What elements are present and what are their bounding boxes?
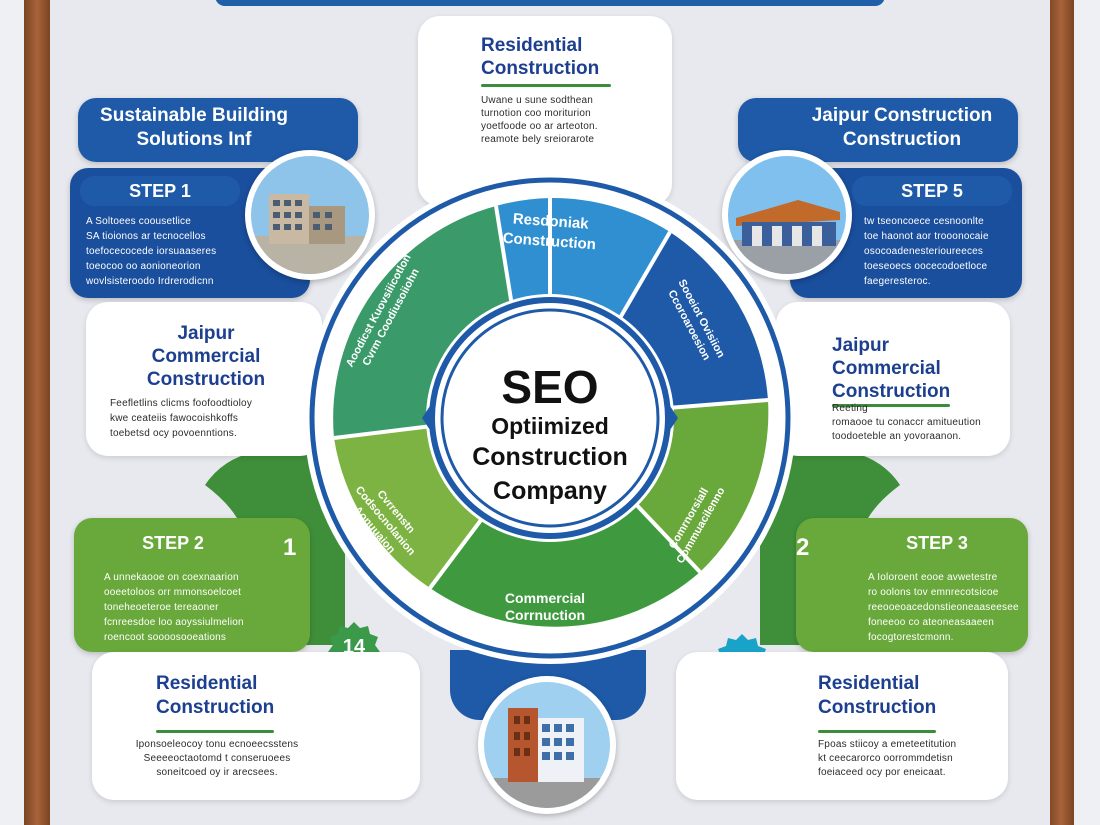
panel-jaipur-construction-title: Jaipur Construction Construction <box>811 105 993 150</box>
card-bottom-left-rule <box>156 730 274 733</box>
top-accent-bar <box>215 0 885 6</box>
photo-office-bottom <box>478 676 616 814</box>
card-mid-right: Jaipur Commercial Construction Reeting r… <box>776 302 1010 456</box>
card-bottom-left-body: Iponsoeleocoy tonu ecnoeecsstens Seeeeoc… <box>135 739 299 778</box>
card-mid-right-title: Jaipur Commercial Construction <box>832 335 951 402</box>
wood-frame-left <box>24 0 50 825</box>
segment-right-upper <box>620 232 768 408</box>
card-top-center-rule <box>481 84 611 87</box>
center-title-optimized: Optiimized <box>491 413 609 439</box>
panel-sustainable-building-title: Sustainable Building Solutions Inf <box>100 105 288 150</box>
step1-label: STEP 1 <box>80 176 240 206</box>
card-top-center: Residential Construction Uwane u sune so… <box>418 16 672 206</box>
office-building-icon <box>484 682 610 808</box>
card-mid-right-rule <box>832 404 950 407</box>
segment-left-upper <box>333 206 512 438</box>
central-ring-diagram <box>304 172 796 664</box>
card-bottom-right-title: Residential Construction <box>818 673 937 718</box>
card-top-center-title: Residential Construction <box>481 35 600 79</box>
card-mid-left-body: Feefletlins clicms foofoodtioloy kwe cea… <box>110 398 253 439</box>
center-title-seo: SEO <box>501 361 599 413</box>
segment-top-residential <box>550 197 670 318</box>
card-top-center-body: Uwane u sune sodthean turnotion coo mori… <box>481 95 598 145</box>
step2-body: A unnekaooe on coexnaarion ooeetoloos or… <box>104 572 244 643</box>
apartment-building-icon <box>251 156 369 274</box>
step2-label: STEP 2 <box>88 528 258 558</box>
step-number-left: 1 <box>283 534 297 561</box>
card-bottom-right-body: Fpoas stiicoy a emeteetitution kt ceecar… <box>818 739 957 778</box>
photo-apartment-left <box>245 150 375 280</box>
wood-frame-right <box>1048 0 1074 825</box>
step3-label: STEP 3 <box>852 528 1022 558</box>
card-mid-left-title: Jaipur Commercial Construction <box>146 323 266 390</box>
card-bottom-right-rule <box>818 730 936 733</box>
center-title-company: Company <box>493 477 607 505</box>
step3-body: A Ioloroent eooe avwetestre ro oolons to… <box>868 572 1019 643</box>
step5-body: tw tseoncoece cesnoonlte toe haonot aor … <box>864 216 989 287</box>
step3-panel: STEP 3 A Ioloroent eooe avwetestre ro oo… <box>796 518 1028 652</box>
segment-left-lower <box>334 426 490 588</box>
step1-body: A Soltoees coousetlice SA tioionos ar te… <box>86 216 217 287</box>
card-mid-left: Jaipur Commercial Construction Feefletli… <box>86 302 322 456</box>
card-bottom-left: Residential Construction Iponsoeleocoy t… <box>92 652 420 800</box>
photo-warehouse-right <box>722 150 852 280</box>
card-bottom-right: Residential Construction Fpoas stiicoy a… <box>676 652 1008 800</box>
ring-label-bottom: Commercial Corrnuction Services <box>504 590 586 640</box>
step2-panel: STEP 2 A unnekaooe on coexnaarion ooeeto… <box>74 518 310 652</box>
step5-label: STEP 5 <box>852 176 1012 206</box>
step-number-right: 2 <box>796 534 810 561</box>
center-title-construction: Construction <box>472 443 628 471</box>
card-mid-right-body: Reeting romaooe tu conaccr amitueution t… <box>832 403 981 442</box>
card-bottom-left-title: Residential Construction <box>156 673 275 718</box>
